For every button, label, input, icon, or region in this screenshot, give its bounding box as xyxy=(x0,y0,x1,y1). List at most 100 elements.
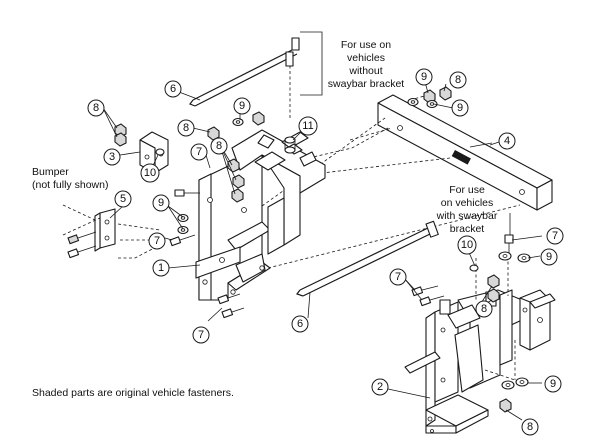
nut-8m xyxy=(252,111,265,126)
callout-7-e: 7 xyxy=(546,227,564,245)
svg-text:8: 8 xyxy=(216,140,222,152)
swaybar-rod-upper-part-6 xyxy=(189,37,300,107)
callout-8-f: 8 xyxy=(521,418,539,436)
svg-text:1: 1 xyxy=(158,262,164,274)
svg-text:4: 4 xyxy=(504,135,510,147)
svg-text:swaybar bracket: swaybar bracket xyxy=(328,78,405,90)
svg-text:6: 6 xyxy=(297,318,303,330)
nut-8h xyxy=(423,89,436,104)
side-bracket-part-2 xyxy=(404,289,523,434)
callout-1: 1 xyxy=(152,259,170,277)
svg-text:9: 9 xyxy=(550,378,556,390)
callout-7-b: 7 xyxy=(148,232,166,250)
callout-6-upper: 6 xyxy=(164,80,182,98)
washer-9h xyxy=(501,380,515,390)
svg-text:2: 2 xyxy=(377,381,383,393)
svg-text:For use on: For use on xyxy=(341,39,391,51)
lockwasher-10a xyxy=(155,148,165,156)
callout-9-f: 9 xyxy=(544,375,562,393)
label-bumper: Bumper (not fully shown) xyxy=(32,166,108,191)
callout-11: 11 xyxy=(298,116,318,136)
bumper-plate-part-5 xyxy=(94,208,116,252)
svg-text:11: 11 xyxy=(302,120,313,132)
svg-text:8: 8 xyxy=(455,74,461,86)
washer-9f xyxy=(498,251,512,261)
svg-text:9: 9 xyxy=(158,197,164,209)
spacer-11 xyxy=(284,136,296,154)
callout-4: 4 xyxy=(498,132,516,150)
callout-7-d: 7 xyxy=(389,268,407,286)
label-with-swaybar: For use on vehicles with swaybar bracket xyxy=(436,184,498,235)
svg-text:8: 8 xyxy=(93,102,99,114)
callout-9-c: 9 xyxy=(233,97,251,115)
callout-5: 5 xyxy=(114,190,132,208)
callout-9-a: 9 xyxy=(415,68,433,86)
svg-text:7: 7 xyxy=(395,271,401,283)
callout-8-d: 8 xyxy=(449,71,467,89)
nut-8k xyxy=(487,288,500,303)
callout-7-c: 7 xyxy=(192,326,210,344)
svg-text:without: without xyxy=(348,65,382,77)
nut-8j xyxy=(487,274,500,289)
callout-8-c: 8 xyxy=(210,137,228,155)
callout-8-e: 8 xyxy=(475,300,493,318)
svg-text:with swaybar: with swaybar xyxy=(436,210,498,222)
svg-text:For use: For use xyxy=(449,184,485,196)
callout-2: 2 xyxy=(371,378,389,396)
washer-9i xyxy=(515,377,529,387)
callout-8-a: 8 xyxy=(87,99,105,117)
callout-7-a: 7 xyxy=(190,143,208,161)
svg-text:6: 6 xyxy=(170,83,176,95)
washer-9b xyxy=(426,99,438,109)
nut-8l xyxy=(499,398,512,413)
bolt-7d xyxy=(217,293,241,305)
callout-9-b: 9 xyxy=(451,99,469,117)
svg-text:on vehicles: on vehicles xyxy=(441,197,494,209)
bolt-7e xyxy=(221,307,245,319)
callout-10-b: 10 xyxy=(457,235,477,255)
svg-text:bracket: bracket xyxy=(450,223,485,235)
nut-8i xyxy=(439,86,452,101)
bolt-7c xyxy=(174,189,200,197)
nut-8f xyxy=(232,174,245,189)
svg-text:Bumper: Bumper xyxy=(32,166,69,178)
lockwasher-10b xyxy=(469,264,479,272)
callout-9-d: 9 xyxy=(152,194,170,212)
svg-text:9: 9 xyxy=(457,102,463,114)
swaybar-rod-lower-part-6 xyxy=(296,220,439,297)
washer-9c xyxy=(232,117,244,127)
side-bracket-part-1 xyxy=(195,129,326,301)
svg-text:vehicles: vehicles xyxy=(347,52,385,64)
svg-text:7: 7 xyxy=(196,146,202,158)
svg-text:9: 9 xyxy=(546,251,552,263)
svg-text:9: 9 xyxy=(421,71,427,83)
washer-9d xyxy=(177,213,189,223)
svg-text:(not fully shown): (not fully shown) xyxy=(32,179,108,191)
callout-10-a: 10 xyxy=(140,163,160,183)
bolt-7b xyxy=(67,245,97,259)
callout-6-lower: 6 xyxy=(291,315,309,333)
svg-text:10: 10 xyxy=(461,239,473,251)
cross-tube-part-4 xyxy=(377,94,553,211)
bolt-7a xyxy=(67,231,97,245)
bolt-7g xyxy=(419,295,445,307)
svg-text:8: 8 xyxy=(481,303,487,315)
callout-8-b: 8 xyxy=(177,119,195,137)
svg-text:9: 9 xyxy=(239,100,245,112)
svg-text:8: 8 xyxy=(527,421,533,433)
washer-9e xyxy=(177,225,189,235)
svg-text:7: 7 xyxy=(552,230,558,242)
nut-8b xyxy=(114,132,127,147)
callout-3: 3 xyxy=(103,148,121,166)
callout-9-e: 9 xyxy=(540,248,558,266)
svg-text:8: 8 xyxy=(183,122,189,134)
swaybar-bracket xyxy=(519,289,556,351)
svg-text:10: 10 xyxy=(144,167,156,179)
svg-text:7: 7 xyxy=(154,235,160,247)
bolt-7i xyxy=(169,234,196,247)
svg-text:3: 3 xyxy=(109,151,115,163)
bolt-7f xyxy=(411,285,439,297)
svg-text:5: 5 xyxy=(120,193,126,205)
footnote: Shaded parts are original vehicle fasten… xyxy=(32,387,234,399)
label-without-swaybar: For use on vehicles without swaybar brac… xyxy=(328,39,405,90)
